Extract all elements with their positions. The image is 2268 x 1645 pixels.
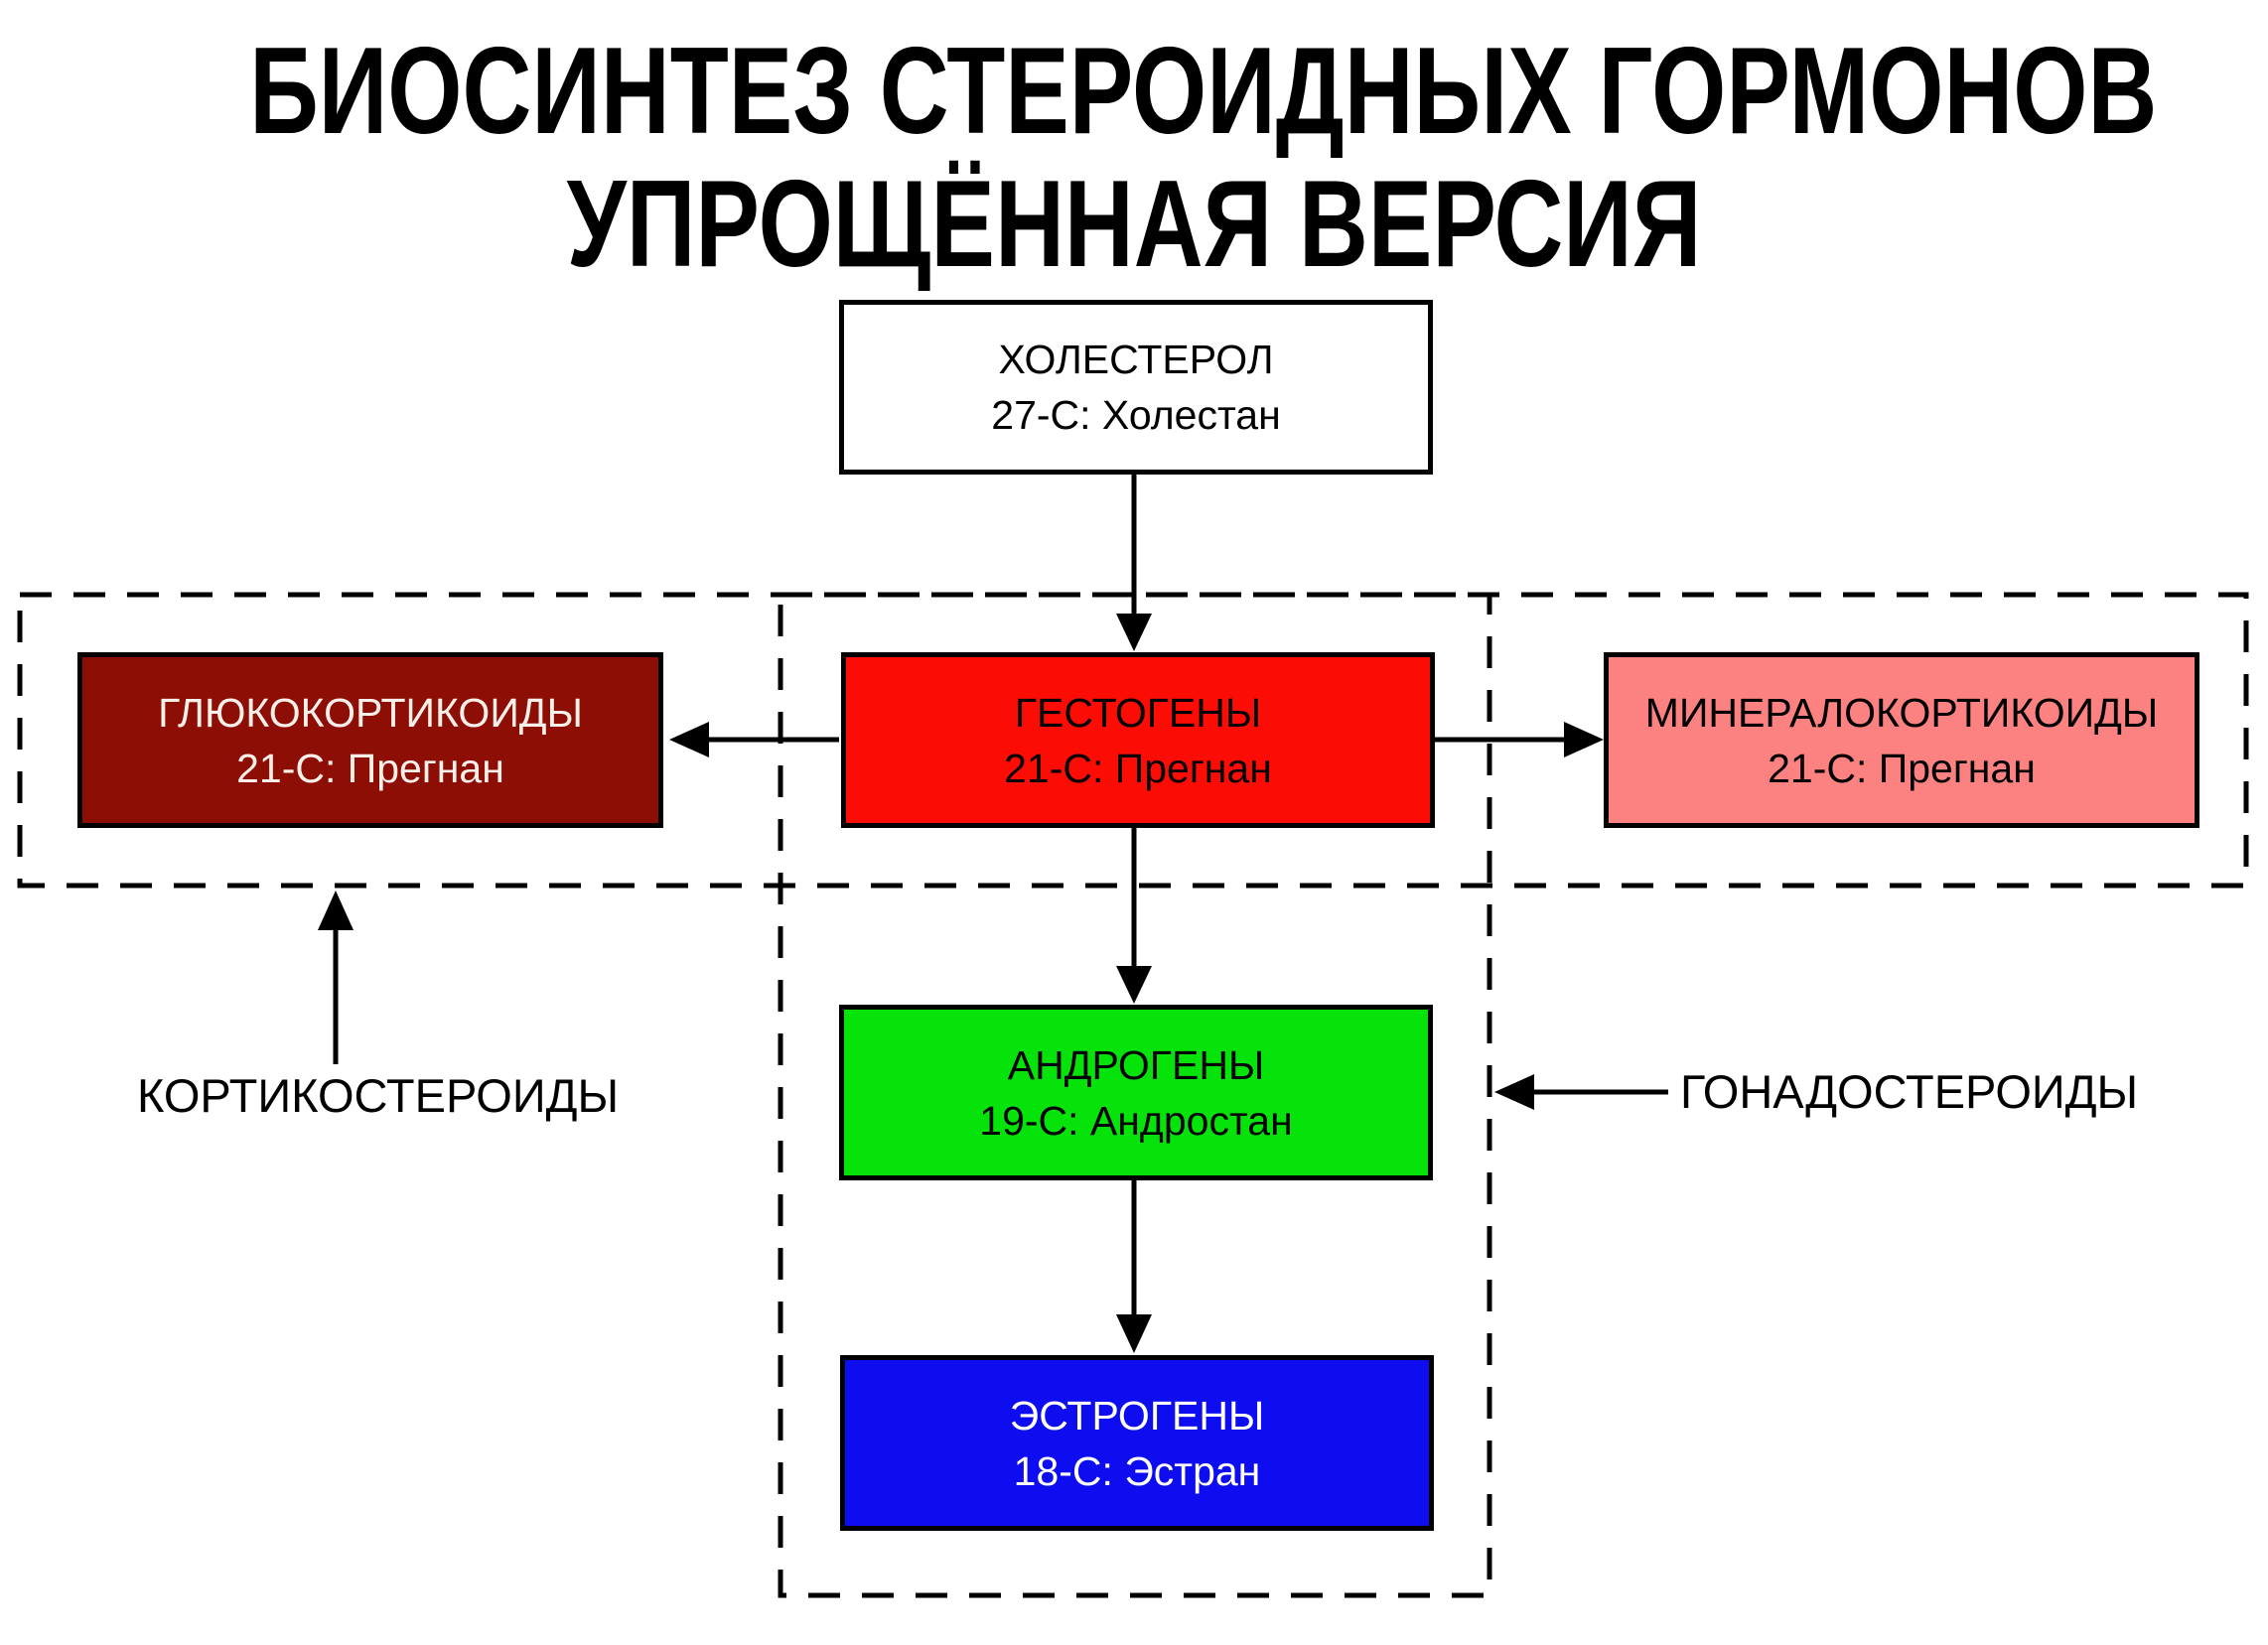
node-glucocorticoids: ГЛЮКОКОРТИКОИДЫ 21-C: Прегнан [77,652,663,828]
node-mineralocorticoids-carbon: 21-C: Прегнан [1768,745,2036,791]
gonadosteroids-group-outline [778,592,1492,1598]
node-gestogens-name: ГЕСТОГЕНЫ [1014,689,1262,736]
diagram-title: БИОСИНТЕЗ СТЕРОИДНЫХ ГОРМОНОВ УПРОЩЁННАЯ… [0,23,2268,293]
node-glucocorticoids-carbon: 21-C: Прегнан [236,745,504,791]
node-cholesterol: ХОЛЕСТЕРОЛ 27-C: Холестан [839,300,1433,475]
arrow-gonadosteroids-label [1494,1074,1668,1110]
node-estrogens-carbon: 18-C: Эстран [1013,1447,1261,1494]
title-line-2: УПРОЩЁННАЯ ВЕРСИЯ [566,155,1702,293]
node-estrogens-name: ЭСТРОГЕНЫ [1009,1392,1265,1439]
title-line-1: БИОСИНТЕЗ СТЕРОИДНЫХ ГОРМОНОВ [249,23,2158,160]
node-cholesterol-name: ХОЛЕСТЕРОЛ [998,337,1274,382]
gonadosteroids-label: ГОНАДОСТЕРОИДЫ [1680,1065,2139,1118]
node-androgens: АНДРОГЕНЫ 19-C: Андростан [839,1005,1433,1180]
node-glucocorticoids-name: ГЛЮКОКОРТИКОИДЫ [158,689,583,736]
arrow-corticosteroids-label [318,891,354,1064]
node-androgens-carbon: 19-C: Андростан [979,1097,1293,1144]
corticosteroids-group-outline [17,592,2249,889]
arrow-gestogens-to-glucocorticoids [669,722,839,757]
node-androgens-name: АНДРОГЕНЫ [1007,1041,1265,1088]
node-gestogens-carbon: 21-C: Прегнан [1004,745,1272,791]
corticosteroids-label: КОРТИКОСТЕРОИДЫ [137,1069,620,1122]
node-cholesterol-carbon: 27-C: Холестан [991,392,1281,438]
arrow-gestogens-to-mineralocorticoids [1433,722,1604,757]
node-gestogens: ГЕСТОГЕНЫ 21-C: Прегнан [841,652,1435,828]
node-mineralocorticoids: МИНЕРАЛОКОРТИКОИДЫ 21-C: Прегнан [1604,652,2199,828]
arrow-androgens-to-estrogens [1116,1180,1152,1353]
node-mineralocorticoids-name: МИНЕРАЛОКОРТИКОИДЫ [1644,689,2159,736]
node-estrogens: ЭСТРОГЕНЫ 18-C: Эстран [840,1355,1434,1531]
arrow-cholesterol-to-gestogens [1116,475,1152,651]
arrow-gestogens-to-androgens [1116,828,1152,1004]
